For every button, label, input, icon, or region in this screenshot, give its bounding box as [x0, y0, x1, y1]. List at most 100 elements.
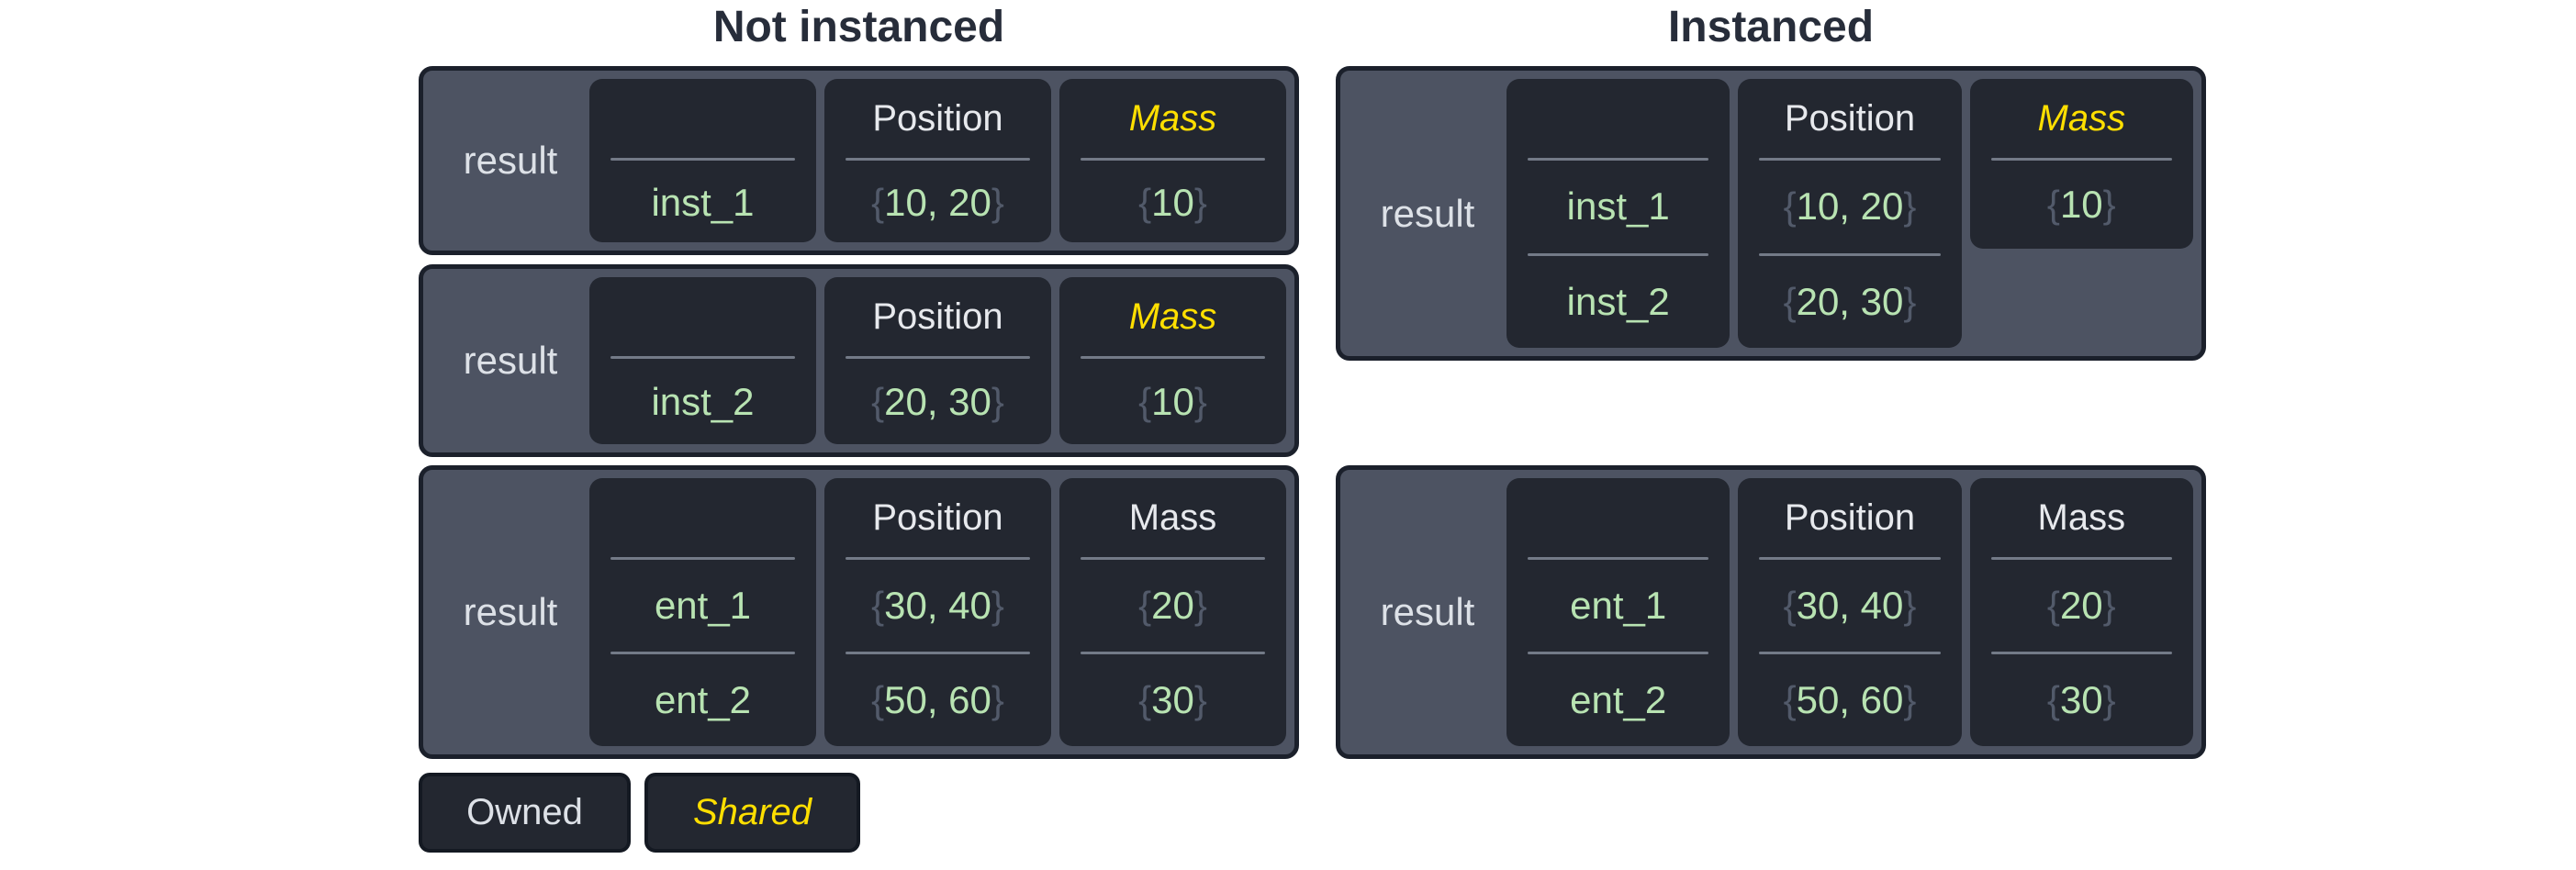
column-header: Position — [872, 496, 1003, 538]
open-brace: { — [871, 379, 885, 423]
value-text: 30 — [1151, 678, 1194, 721]
open-brace: { — [1783, 184, 1797, 229]
component-value-cell: {10} — [1072, 161, 1273, 245]
open-brace: { — [2046, 183, 2060, 226]
legend-shared: Shared — [644, 773, 860, 853]
legend-owned: Owned — [419, 773, 631, 853]
column-header: Position — [1784, 97, 1916, 139]
component-value-cell: {20, 30} — [837, 359, 1038, 444]
entity-names-column: inst_1 — [589, 79, 816, 242]
column-header — [602, 478, 803, 557]
open-brace: { — [1138, 678, 1152, 721]
result-label: result — [1380, 191, 1475, 235]
value-text: 50, 60 — [1796, 678, 1904, 721]
component-column-mass: Mass {10} — [1969, 79, 2193, 249]
component-column-mass: Mass {10} — [1059, 79, 1286, 242]
component-value-cell: {30, 40} — [837, 560, 1038, 652]
open-brace: { — [1138, 181, 1152, 224]
separator-line — [1081, 557, 1265, 560]
column-header: Mass — [1128, 496, 1217, 538]
entity-name-cell: inst_2 — [651, 379, 755, 423]
component-column-position: Position{30, 40}{50, 60} — [1738, 478, 1962, 746]
value-text: 20 — [2059, 584, 2103, 627]
result-label: result — [463, 139, 558, 182]
separator-line — [1528, 557, 1709, 560]
component-value-cell: {30, 40} — [1751, 560, 1948, 652]
separator-line — [1759, 252, 1941, 256]
close-brace: } — [2102, 584, 2116, 627]
close-brace: } — [1903, 584, 1917, 627]
entity-name-cell: inst_1 — [1566, 184, 1670, 229]
column-header — [1519, 478, 1717, 557]
column-header: Mass — [1128, 97, 1217, 139]
open-brace: { — [1138, 379, 1152, 423]
separator-line — [1990, 557, 2172, 560]
open-brace: { — [1783, 279, 1797, 323]
component-column-mass: Mass{20}{30} — [1969, 478, 2193, 746]
not-instanced-title: Not instanced — [712, 3, 1005, 51]
value-text: 30, 40 — [884, 584, 991, 627]
result-label: result — [463, 339, 558, 382]
value-text: 30 — [2059, 678, 2103, 721]
close-brace: } — [1193, 379, 1207, 423]
close-brace: } — [2102, 678, 2116, 721]
close-brace: } — [1193, 678, 1207, 721]
close-brace: } — [1903, 184, 1917, 229]
entity-names-column: inst_2 — [589, 277, 816, 444]
column-header: Mass — [2037, 97, 2126, 139]
value-text: 10, 20 — [884, 181, 991, 224]
open-brace: { — [2046, 678, 2060, 721]
column-header: Position — [872, 296, 1003, 337]
component-value-cell: {20, 30} — [1751, 256, 1948, 349]
separator-line — [610, 356, 795, 359]
column-header — [1519, 79, 1717, 158]
close-brace: } — [1903, 279, 1917, 323]
separator-line — [1081, 158, 1265, 161]
close-brace: } — [1903, 678, 1917, 721]
separator-line — [1990, 652, 2172, 654]
separator-line — [846, 557, 1030, 560]
component-value-cell: {10, 20} — [837, 161, 1038, 245]
separator-line — [610, 652, 795, 654]
component-column-position: Position{10, 20} — [824, 79, 1051, 242]
close-brace: } — [991, 181, 1004, 224]
separator-line — [1528, 158, 1709, 161]
column-header: Mass — [1128, 296, 1217, 337]
entity-name-cell: inst_2 — [1566, 279, 1670, 323]
value-text: 10, 20 — [1796, 184, 1904, 229]
close-brace: } — [2102, 183, 2116, 226]
open-brace: { — [871, 181, 885, 224]
entity-name-cell: ent_1 — [654, 584, 752, 627]
component-column-mass: Mass {10} — [1059, 277, 1286, 444]
component-column-position: Position{30, 40}{50, 60} — [824, 478, 1051, 746]
column-header: Mass — [2037, 496, 2126, 538]
separator-line — [1081, 652, 1265, 654]
open-brace: { — [1783, 584, 1797, 627]
separator-line — [1990, 158, 2172, 161]
close-brace: } — [991, 379, 1004, 423]
separator-line — [846, 356, 1030, 359]
separator-line — [1528, 252, 1709, 256]
open-brace: { — [871, 678, 885, 721]
value-text: 10 — [2059, 183, 2103, 226]
column-header: Position — [1784, 496, 1916, 538]
open-brace: { — [1783, 678, 1797, 721]
result-label: result — [1380, 590, 1475, 633]
component-value-cell: {20} — [1072, 560, 1273, 652]
open-brace: { — [871, 584, 885, 627]
value-text: 10 — [1151, 379, 1194, 423]
entity-names-column: inst_1 inst_2 — [1506, 79, 1730, 348]
component-value-cell: {10, 20} — [1751, 161, 1948, 253]
separator-line — [846, 652, 1030, 654]
separator-line — [1759, 158, 1941, 161]
